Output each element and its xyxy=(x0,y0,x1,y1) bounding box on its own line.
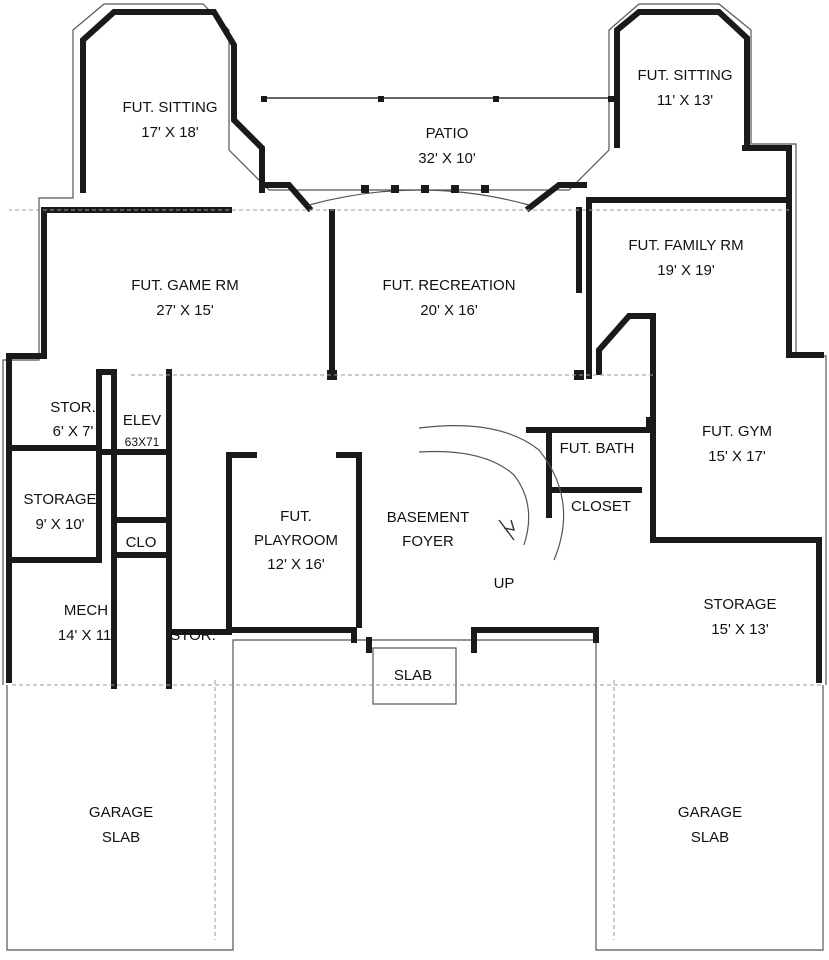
label-fut-sitting-left-size: 17' X 18' xyxy=(141,124,199,141)
label-fut-sitting-right-size: 11' X 13' xyxy=(657,92,713,109)
label-up: UP xyxy=(494,575,515,592)
label-fut-sitting-left: FUT. SITTING xyxy=(123,99,218,116)
label-basement-foyer-1: BASEMENT xyxy=(387,509,470,526)
label-storage-right-size: 15' X 13' xyxy=(711,621,769,638)
walls xyxy=(6,9,824,689)
label-fut-playroom-1: FUT. xyxy=(280,508,312,525)
label-fut-recreation: FUT. RECREATION xyxy=(382,277,515,294)
label-mech: MECH xyxy=(64,602,108,619)
label-stor-bottom: STOR. xyxy=(170,627,216,644)
label-elev: ELEV xyxy=(123,412,161,429)
label-fut-playroom-2: PLAYROOM xyxy=(254,532,338,549)
label-fut-recreation-size: 20' X 16' xyxy=(420,302,478,319)
label-fut-gym: FUT. GYM xyxy=(702,423,772,440)
label-garage-left-1: GARAGE xyxy=(89,804,153,821)
spiral-stair xyxy=(418,425,565,561)
label-garage-right-2: SLAB xyxy=(691,829,729,846)
label-stor-small: STOR. xyxy=(50,399,96,416)
label-stor-small-size: 6' X 7' xyxy=(53,423,94,440)
mirrored-plan xyxy=(2,3,827,951)
label-storage-left-size: 9' X 10' xyxy=(35,516,84,533)
label-patio-size: 32' X 10' xyxy=(418,150,476,167)
label-fut-game-rm: FUT. GAME RM xyxy=(131,277,239,294)
label-garage-right-1: GARAGE xyxy=(678,804,742,821)
label-fut-family-rm-size: 19' X 19' xyxy=(657,262,715,279)
slab-box xyxy=(372,647,457,705)
label-fut-sitting-right: FUT. SITTING xyxy=(638,67,733,84)
label-elev-size: 63X71 xyxy=(125,435,160,449)
label-mech-size: 14' X 11' xyxy=(58,627,114,644)
room-labels: FUT. SITTING 17' X 18' PATIO 32' X 10' F… xyxy=(23,67,776,846)
dashed-lines xyxy=(9,209,821,686)
label-fut-gym-size: 15' X 17' xyxy=(708,448,766,465)
label-storage-left: STORAGE xyxy=(23,491,96,508)
label-patio: PATIO xyxy=(426,125,469,142)
label-fut-game-rm-size: 27' X 15' xyxy=(156,302,214,319)
label-fut-playroom-size: 12' X 16' xyxy=(267,556,325,573)
label-closet: CLOSET xyxy=(571,498,631,515)
label-slab: SLAB xyxy=(394,667,432,684)
label-fut-bath: FUT. BATH xyxy=(560,440,635,457)
label-fut-family-rm: FUT. FAMILY RM xyxy=(628,237,743,254)
label-garage-left-2: SLAB xyxy=(102,829,140,846)
label-storage-right: STORAGE xyxy=(703,596,776,613)
label-clo: CLO xyxy=(126,534,157,551)
label-basement-foyer-2: FOYER xyxy=(402,533,454,550)
